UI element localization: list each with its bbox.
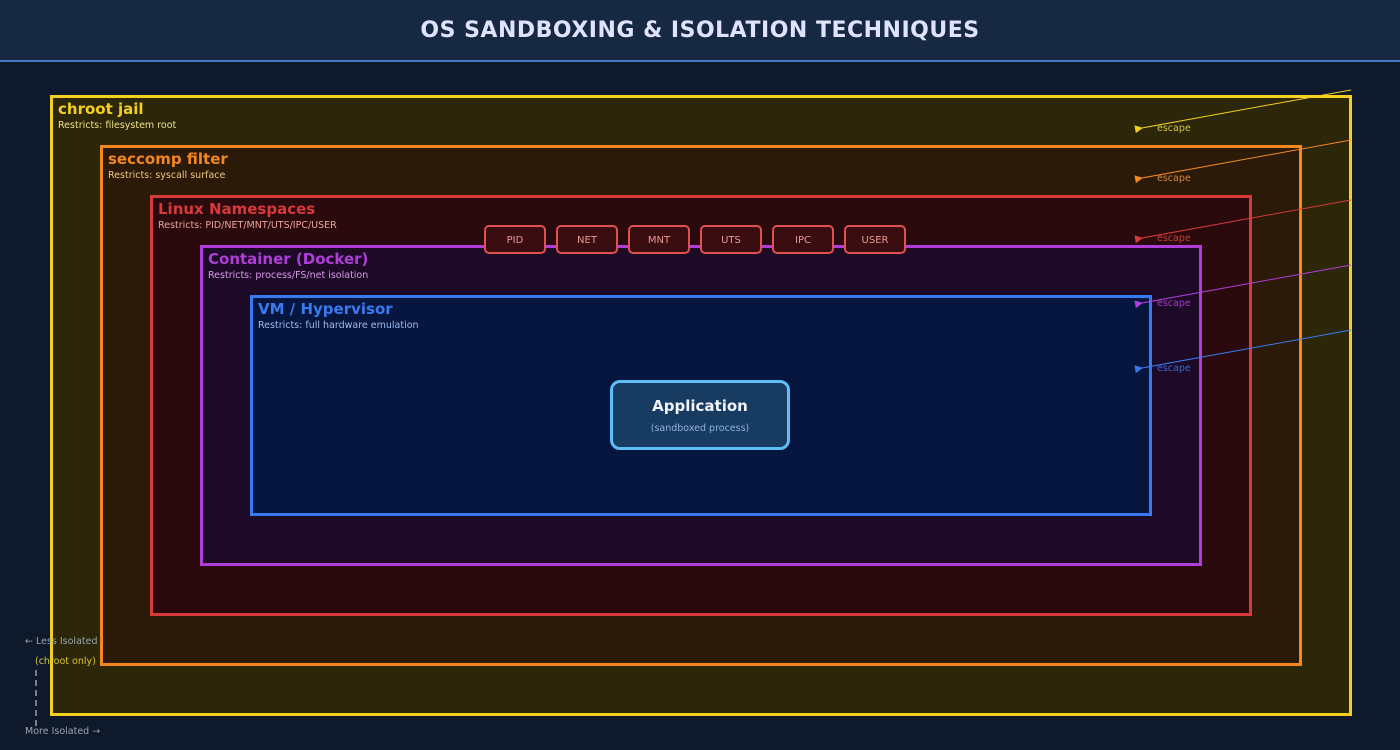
chip-label: PID (506, 235, 524, 246)
layer-restricts: Restricts: full hardware emulation (258, 320, 419, 331)
chip-label: IPC (795, 235, 811, 246)
layer-restricts: Restricts: process/FS/net isolation (208, 270, 369, 281)
layer-title: Linux Namespaces (158, 200, 316, 218)
legend-less-isolated: ← Less Isolated (25, 636, 98, 647)
namespace-chip-ipc: IPC (772, 225, 834, 254)
namespace-chip-mnt: MNT (628, 225, 690, 254)
application-subtitle: (sandboxed process) (650, 422, 750, 434)
application-title: Application (652, 396, 748, 415)
layer-title: VM / Hypervisor (258, 300, 393, 318)
namespace-chip-net: NET (556, 225, 618, 254)
chip-label: NET (577, 235, 597, 246)
escape-label-container: escape (1157, 298, 1191, 309)
layer-restricts: Restricts: filesystem root (58, 120, 177, 131)
layer-restricts: Restricts: PID/NET/MNT/UTS/IPC/USER (158, 220, 337, 231)
escape-label-namespaces: escape (1157, 233, 1191, 244)
diagram-title: OS SANDBOXING & ISOLATION TECHNIQUES (420, 17, 980, 43)
layer-restricts: Restricts: syscall surface (108, 170, 226, 181)
escape-label-vm: escape (1157, 363, 1191, 374)
escape-label-chroot: escape (1157, 123, 1191, 134)
chip-label: USER (861, 235, 889, 246)
legend-more-isolated: More Isolated → (25, 726, 101, 737)
chip-label: UTS (721, 235, 741, 246)
layer-title: Container (Docker) (208, 250, 369, 268)
diagram-header: OS SANDBOXING & ISOLATION TECHNIQUES (0, 0, 1400, 62)
namespace-chip-user: USER (844, 225, 906, 254)
namespace-chip-uts: UTS (700, 225, 762, 254)
escape-label-seccomp: escape (1157, 173, 1191, 184)
layer-title: chroot jail (58, 100, 144, 118)
layer-title: seccomp filter (108, 150, 228, 168)
legend-chroot-only: (chroot only) (35, 656, 96, 667)
application-box: Application (sandboxed process) (610, 380, 790, 450)
namespace-chip-pid: PID (484, 225, 546, 254)
chip-label: MNT (647, 235, 671, 246)
